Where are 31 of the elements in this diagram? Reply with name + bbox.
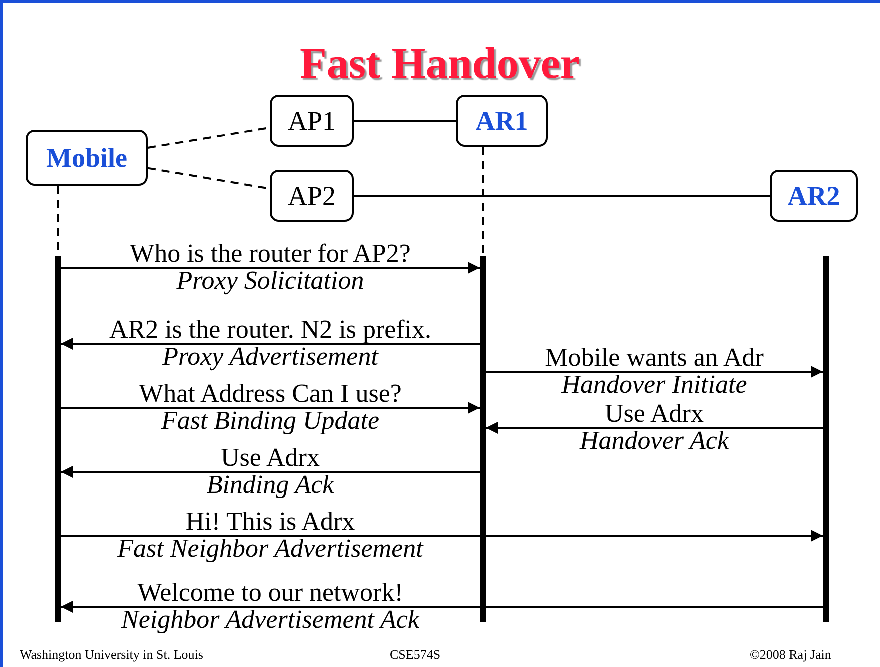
footer-text: Washington University in St. Louis	[20, 647, 204, 663]
message-arrow	[61, 402, 480, 414]
lifeline-bar	[480, 256, 486, 622]
lifeline-bar	[823, 256, 829, 622]
message-label: Mobile wants an Adr Handover Initiate	[544, 344, 765, 398]
message-label: Hi! This is Adrx Fast Neighbor Advertisement	[116, 508, 425, 562]
message-arrow	[61, 466, 480, 478]
network-node-box: AR2	[770, 170, 858, 222]
message-arrow	[61, 338, 480, 350]
footer-text: CSE574S	[390, 647, 441, 663]
network-node-box: AP1	[270, 95, 354, 147]
message-arrow	[61, 262, 480, 274]
network-node-box: AP2	[270, 170, 354, 222]
message-label: AR2 is the router. N2 is prefix. Proxy Advertisement	[108, 316, 433, 370]
footer-text: ©2008 Raj Jain	[750, 647, 832, 663]
network-node-box: Mobile	[26, 130, 148, 186]
message-arrow	[486, 422, 823, 434]
message-arrow	[61, 530, 823, 542]
message-label: Welcome to our network! Neighbor Advertisement Ack	[120, 579, 421, 633]
network-node-box: AR1	[456, 95, 548, 147]
lifeline-bar	[55, 256, 61, 622]
message-label: Use Adrx Handover Ack	[578, 400, 730, 454]
message-label: Who is the router for AP2? Proxy Solicitation	[129, 240, 412, 294]
message-label: Use Adrx Binding Ack	[206, 444, 336, 498]
link-line	[354, 120, 456, 122]
message-arrow	[61, 601, 823, 613]
link-line	[354, 195, 770, 197]
message-arrow	[486, 366, 823, 378]
dashed-link	[482, 147, 484, 256]
slide-title: Fast Handover	[299, 38, 581, 89]
message-label: What Address Can I use? Fast Binding Update	[138, 380, 403, 434]
